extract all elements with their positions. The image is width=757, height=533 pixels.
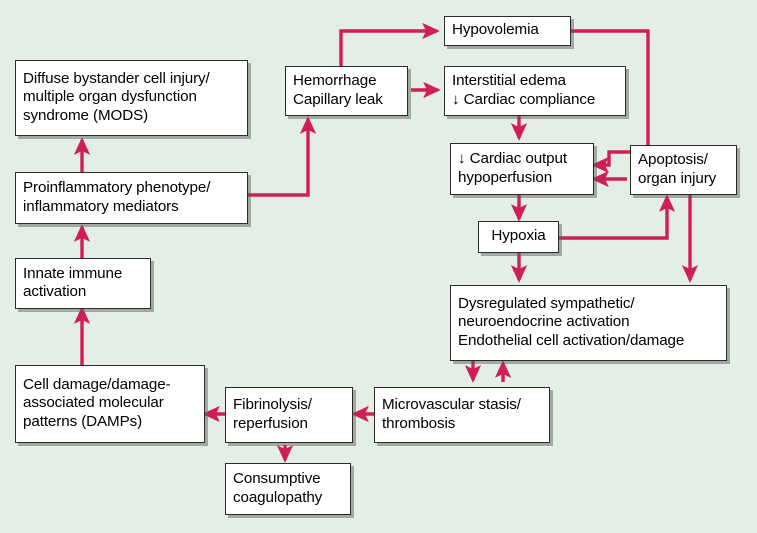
node-fibrinolysis-reperfusion[interactable]: Fibrinolysis/ reperfusion [225, 387, 353, 443]
node-fibrinolysis-line-2: reperfusion [233, 414, 308, 432]
node-hypovolemia-line-1: Hypovolemia [452, 21, 539, 39]
node-innate-line-1: Innate immune [23, 264, 123, 282]
node-innate-line-2: activation [23, 283, 87, 300]
node-hemorrhage-line-2: Capillary leak [293, 90, 383, 108]
node-mods-line-2: multiple organ dysfunction [23, 88, 197, 106]
node-microvasc-line-1: Microvascular stasis/ [382, 396, 521, 414]
node-damps-line-2: associated molecular [23, 394, 164, 412]
node-proinflam-line-2: inflammatory mediators [23, 197, 179, 215]
node-dysreg-line-2: neuroendocrine activation [458, 313, 630, 331]
node-fibrinolysis-line-1: Fibrinolysis/ [233, 396, 312, 414]
node-mods[interactable]: Diffuse bystander cell injury/ multiple … [15, 60, 248, 136]
node-microvascular-stasis-thrombosis[interactable]: Microvascular stasis/ thrombosis [374, 387, 550, 443]
edge-proinflam-to-hemorrhage [248, 116, 317, 197]
node-mods-line-1: Diffuse bystander cell injury/ [23, 70, 210, 88]
node-apoptosis-organ-injury[interactable]: Apoptosis/ organ injury [630, 145, 737, 195]
node-hypovolemia[interactable]: Hypovolemia [444, 16, 571, 46]
node-consumptive-line-2: coagulopathy [233, 488, 323, 506]
node-consumptive-coagulopathy[interactable]: Consumptive coagulopathy [225, 463, 351, 515]
node-hemorrhage-line-1: Hemorrhage [293, 72, 377, 90]
node-consumptive-line-1: Consumptive [233, 470, 321, 488]
node-dysreg-line-3: Endothelial cell activation/damage [458, 331, 685, 349]
node-hypoxia-line-1: Hypoxia [491, 227, 546, 245]
node-damps-line-3: patterns (DAMPs) [23, 412, 143, 430]
node-edema-line-2: ↓ Cardiac compliance [452, 90, 596, 108]
node-interstitial-edema[interactable]: Interstitial edema ↓ Cardiac compliance [444, 66, 626, 116]
node-hemorrhage-capillary-leak[interactable]: Hemorrhage Capillary leak [285, 66, 408, 116]
node-mods-line-3: syndrome (MODS) [23, 106, 149, 124]
node-damps-line-1: Cell damage/damage- [23, 376, 171, 394]
edge-hemorrhage-to-hypovolemia [339, 22, 440, 66]
node-apoptosis-line-2: organ injury [638, 169, 717, 187]
node-proinflammatory-phenotype[interactable]: Proinflammatory phenotype/ inflammatory … [15, 172, 248, 224]
node-dysregulated-sympathetic[interactable]: Dysregulated sympathetic/ neuroendocrine… [450, 285, 727, 361]
node-hypoxia[interactable]: Hypoxia [478, 221, 559, 253]
node-microvasc-line-2: thrombosis [382, 414, 456, 432]
node-cell-damage-damps[interactable]: Cell damage/damage- associated molecular… [15, 365, 205, 443]
node-proinflam-line-1: Proinflammatory phenotype/ [23, 179, 211, 197]
node-cardiac-line-1: ↓ Cardiac output [458, 150, 567, 168]
node-innate-immune-activation[interactable]: Innate immune activation [15, 258, 151, 309]
node-edema-line-1: Interstitial edema [452, 72, 566, 90]
node-cardiac-line-2: hypoperfusion [458, 168, 553, 186]
node-cardiac-output-hypoperfusion[interactable]: ↓ Cardiac output hypoperfusion [450, 143, 594, 195]
edge-hypoxia-to-apoptosis [559, 194, 676, 240]
node-apoptosis-line-1: Apoptosis/ [638, 151, 708, 169]
node-dysreg-line-1: Dysregulated sympathetic/ [458, 295, 635, 313]
